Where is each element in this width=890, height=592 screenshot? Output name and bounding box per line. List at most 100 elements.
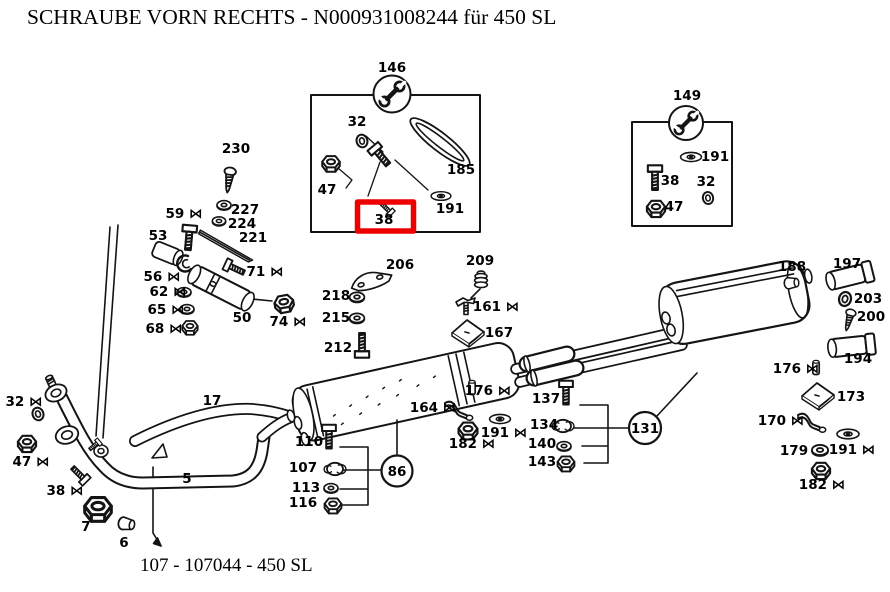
bolt-icon [366, 140, 395, 170]
part-label-182: 182 ⋈ [799, 477, 845, 493]
part-label-173: 173 [837, 389, 865, 405]
part-label-167: 167 [485, 325, 513, 341]
part-label-206: 206 [386, 257, 414, 273]
part-label-53: 53 [149, 228, 168, 244]
cap-6-icon [116, 515, 137, 533]
washer-227-icon [216, 199, 232, 211]
part-label-38: 38 ⋈ [47, 483, 84, 499]
washer-224-icon [211, 216, 227, 227]
part-label-71: 71 ⋈ [247, 264, 284, 280]
gasket-185-icon [409, 117, 471, 167]
nut-68-icon [181, 320, 199, 336]
part-label-47: 47 [665, 199, 684, 215]
ring-203-icon [836, 289, 854, 309]
part-label-5: 5 [182, 471, 191, 487]
part-label-182: 182 ⋈ [449, 436, 495, 452]
middle-muffler [291, 342, 521, 447]
part-label-38: 38 [375, 212, 394, 228]
bracket-icon [151, 443, 168, 459]
part-label-86: 86 [388, 464, 407, 480]
bolt-59-icon [179, 223, 199, 252]
model-caption: 107 - 107044 - 450 SL [140, 555, 313, 576]
part-label-191: 191 ⋈ [829, 442, 875, 458]
part-label-191: 191 ⋈ [481, 425, 527, 441]
downpipe-hardware [16, 370, 168, 533]
flange-icon [54, 425, 80, 445]
cap-188-icon [782, 276, 801, 291]
part-label-62: 62 ⋈ [150, 284, 187, 300]
ring-32-icon [354, 132, 370, 150]
part-label-209: 209 [466, 253, 494, 269]
part-label-230: 230 [222, 141, 250, 157]
part-label-113: 113 [292, 480, 320, 496]
washer-179-icon [811, 444, 829, 457]
rear-muffler [658, 260, 813, 345]
part-label-185: 185 [447, 162, 475, 178]
bushing-53-icon [150, 239, 186, 268]
part-label-218: 218 [322, 288, 350, 304]
part-label-179: 179 [780, 443, 808, 459]
callout-circle-131 [627, 410, 663, 446]
bolt-71-icon [221, 257, 248, 280]
part-label-149: 149 [673, 88, 701, 104]
part-label-200: 200 [857, 309, 885, 325]
part-label-137: 137 [532, 391, 560, 407]
washer-113-icon [323, 482, 339, 495]
part-label-170: 170 ⋈ [758, 413, 804, 429]
part-label-50: 50 [233, 310, 252, 326]
part-label-164: 164 ⋈ [410, 400, 456, 416]
page-title: SCHRAUBE VORN RECHTS - N000931008244 für… [27, 5, 557, 29]
washer-191-icon [836, 428, 860, 440]
part-label-56: 56 ⋈ [144, 269, 181, 285]
part-label-65: 65 ⋈ [148, 302, 185, 318]
nut-116-icon [323, 497, 343, 515]
part-label-68: 68 ⋈ [146, 321, 183, 337]
callout-131 [573, 372, 698, 464]
washer-140-icon [556, 440, 572, 453]
part-label-6: 6 [119, 535, 128, 551]
bolt-212-icon [353, 331, 371, 359]
part-label-32: 32 [348, 114, 367, 130]
part-label-38: 38 [661, 173, 680, 189]
part-label-176: 176 ⋈ [465, 383, 511, 399]
callout-circle-86 [380, 454, 414, 488]
part-label-143: 143 [528, 454, 556, 470]
ring-32-icon [700, 190, 716, 206]
front-pipe [54, 389, 296, 490]
highlight-box [354, 199, 417, 234]
grommet-209-icon [473, 270, 489, 289]
part-label-17: 17 [203, 393, 222, 409]
part-label-32: 32 [697, 174, 716, 190]
plate-167-icon [451, 319, 485, 348]
part-label-215: 215 [322, 310, 350, 326]
part-label-107: 107 [289, 460, 317, 476]
part-label-212: 212 [324, 340, 352, 356]
part-label-224: 224 [228, 216, 256, 232]
part-label-47: 47 [318, 182, 337, 198]
screw-230-icon [220, 165, 238, 195]
part-label-7: 7 [81, 519, 90, 535]
part-label-146: 146 [378, 60, 406, 76]
nut-7-icon [83, 496, 113, 523]
inset-box-149 [631, 105, 733, 227]
screw-200-icon [840, 307, 858, 333]
washer-191-icon [430, 190, 452, 202]
part-label-197: 197 [833, 256, 861, 272]
washer-191-icon [488, 413, 512, 425]
part-label-161: 161 ⋈ [473, 299, 519, 315]
part-label-203: 203 [854, 291, 882, 307]
plate-173-icon [801, 382, 835, 411]
washer-191-icon [679, 151, 703, 163]
washer-215-icon [348, 312, 366, 325]
part-label-59: 59 ⋈ [166, 206, 203, 222]
part-label-140: 140 [528, 436, 556, 452]
part-label-191: 191 [436, 201, 464, 217]
nut-47-icon [321, 155, 341, 173]
part-label-74: 74 ⋈ [270, 314, 307, 330]
part-label-176: 176 ⋈ [773, 361, 819, 377]
bolt-137-icon [558, 379, 574, 406]
callout-86 [334, 419, 414, 506]
nut-74-icon [272, 292, 297, 316]
inset-box-146 [310, 74, 481, 233]
